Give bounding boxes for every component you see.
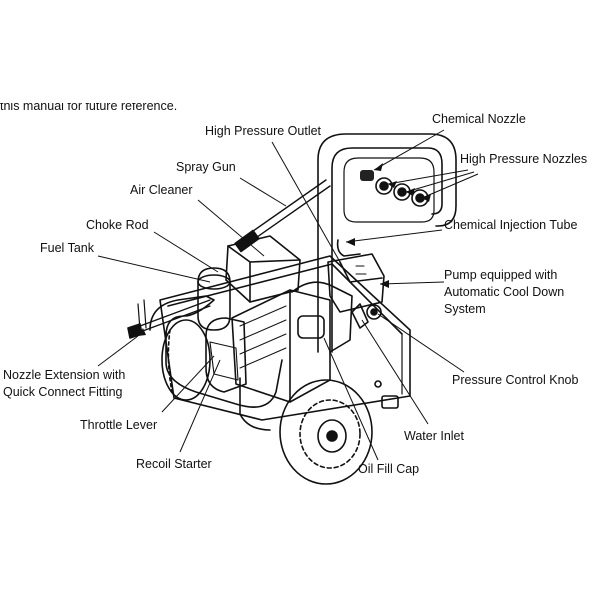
fuel-tank — [225, 235, 301, 303]
front-handle — [149, 295, 283, 408]
label-pressure-control-knob: Pressure Control Knob — [452, 373, 579, 387]
recoil-starter-housing — [205, 317, 247, 393]
label-air-cleaner: Air Cleaner — [130, 183, 193, 197]
chemical-injection-tube — [336, 239, 361, 257]
label-fuel-tank: Fuel Tank — [40, 241, 94, 255]
label-spray-gun: Spray Gun — [176, 160, 236, 174]
right-wheel-tire — [279, 379, 373, 485]
leader-arrowheads — [138, 163, 431, 336]
air-cleaner — [197, 267, 231, 331]
label-recoil-starter: Recoil Starter — [136, 457, 212, 471]
chemical-nozzle-holder — [360, 170, 374, 181]
label-nozzle-extension-line1: Nozzle Extension with — [3, 368, 126, 382]
label-nozzle-extension-line2: Quick Connect Fitting — [3, 385, 123, 399]
spray-gun — [245, 179, 331, 243]
right-wheel-hub — [317, 419, 347, 453]
label-chemical-injection-tube: Chemical Injection Tube — [444, 218, 578, 232]
label-oil-fill-cap: Oil Fill Cap — [358, 462, 420, 476]
label-pump-line2: Automatic Cool Down — [444, 285, 565, 299]
label-throttle-lever: Throttle Lever — [80, 418, 158, 432]
water-inlet-fitting — [351, 303, 369, 329]
handle-frame — [317, 133, 457, 353]
label-high-pressure-nozzles: High Pressure Nozzles — [460, 152, 588, 166]
label-pump-line1: Pump equipped with — [444, 268, 558, 282]
label-chemical-nozzle: Chemical Nozzle — [432, 112, 526, 126]
cut-off-manual-note: this manual for future reference. — [0, 103, 178, 112]
label-choke-rod: Choke Rod — [86, 218, 149, 232]
pump-body — [327, 253, 385, 313]
leader-lines — [97, 129, 479, 461]
label-pump-line3: System — [444, 302, 486, 316]
label-water-inlet: Water Inlet — [404, 429, 464, 443]
nozzle-holder-panel — [343, 157, 435, 223]
nozzle-dials — [375, 177, 429, 207]
label-high-pressure-outlet: High Pressure Outlet — [205, 124, 322, 138]
nozzle-extension — [139, 299, 211, 333]
engine-block — [231, 289, 331, 403]
chassis-deck — [167, 263, 403, 335]
pressure-control-knob — [366, 304, 382, 320]
handle-frame-inner — [331, 147, 443, 353]
